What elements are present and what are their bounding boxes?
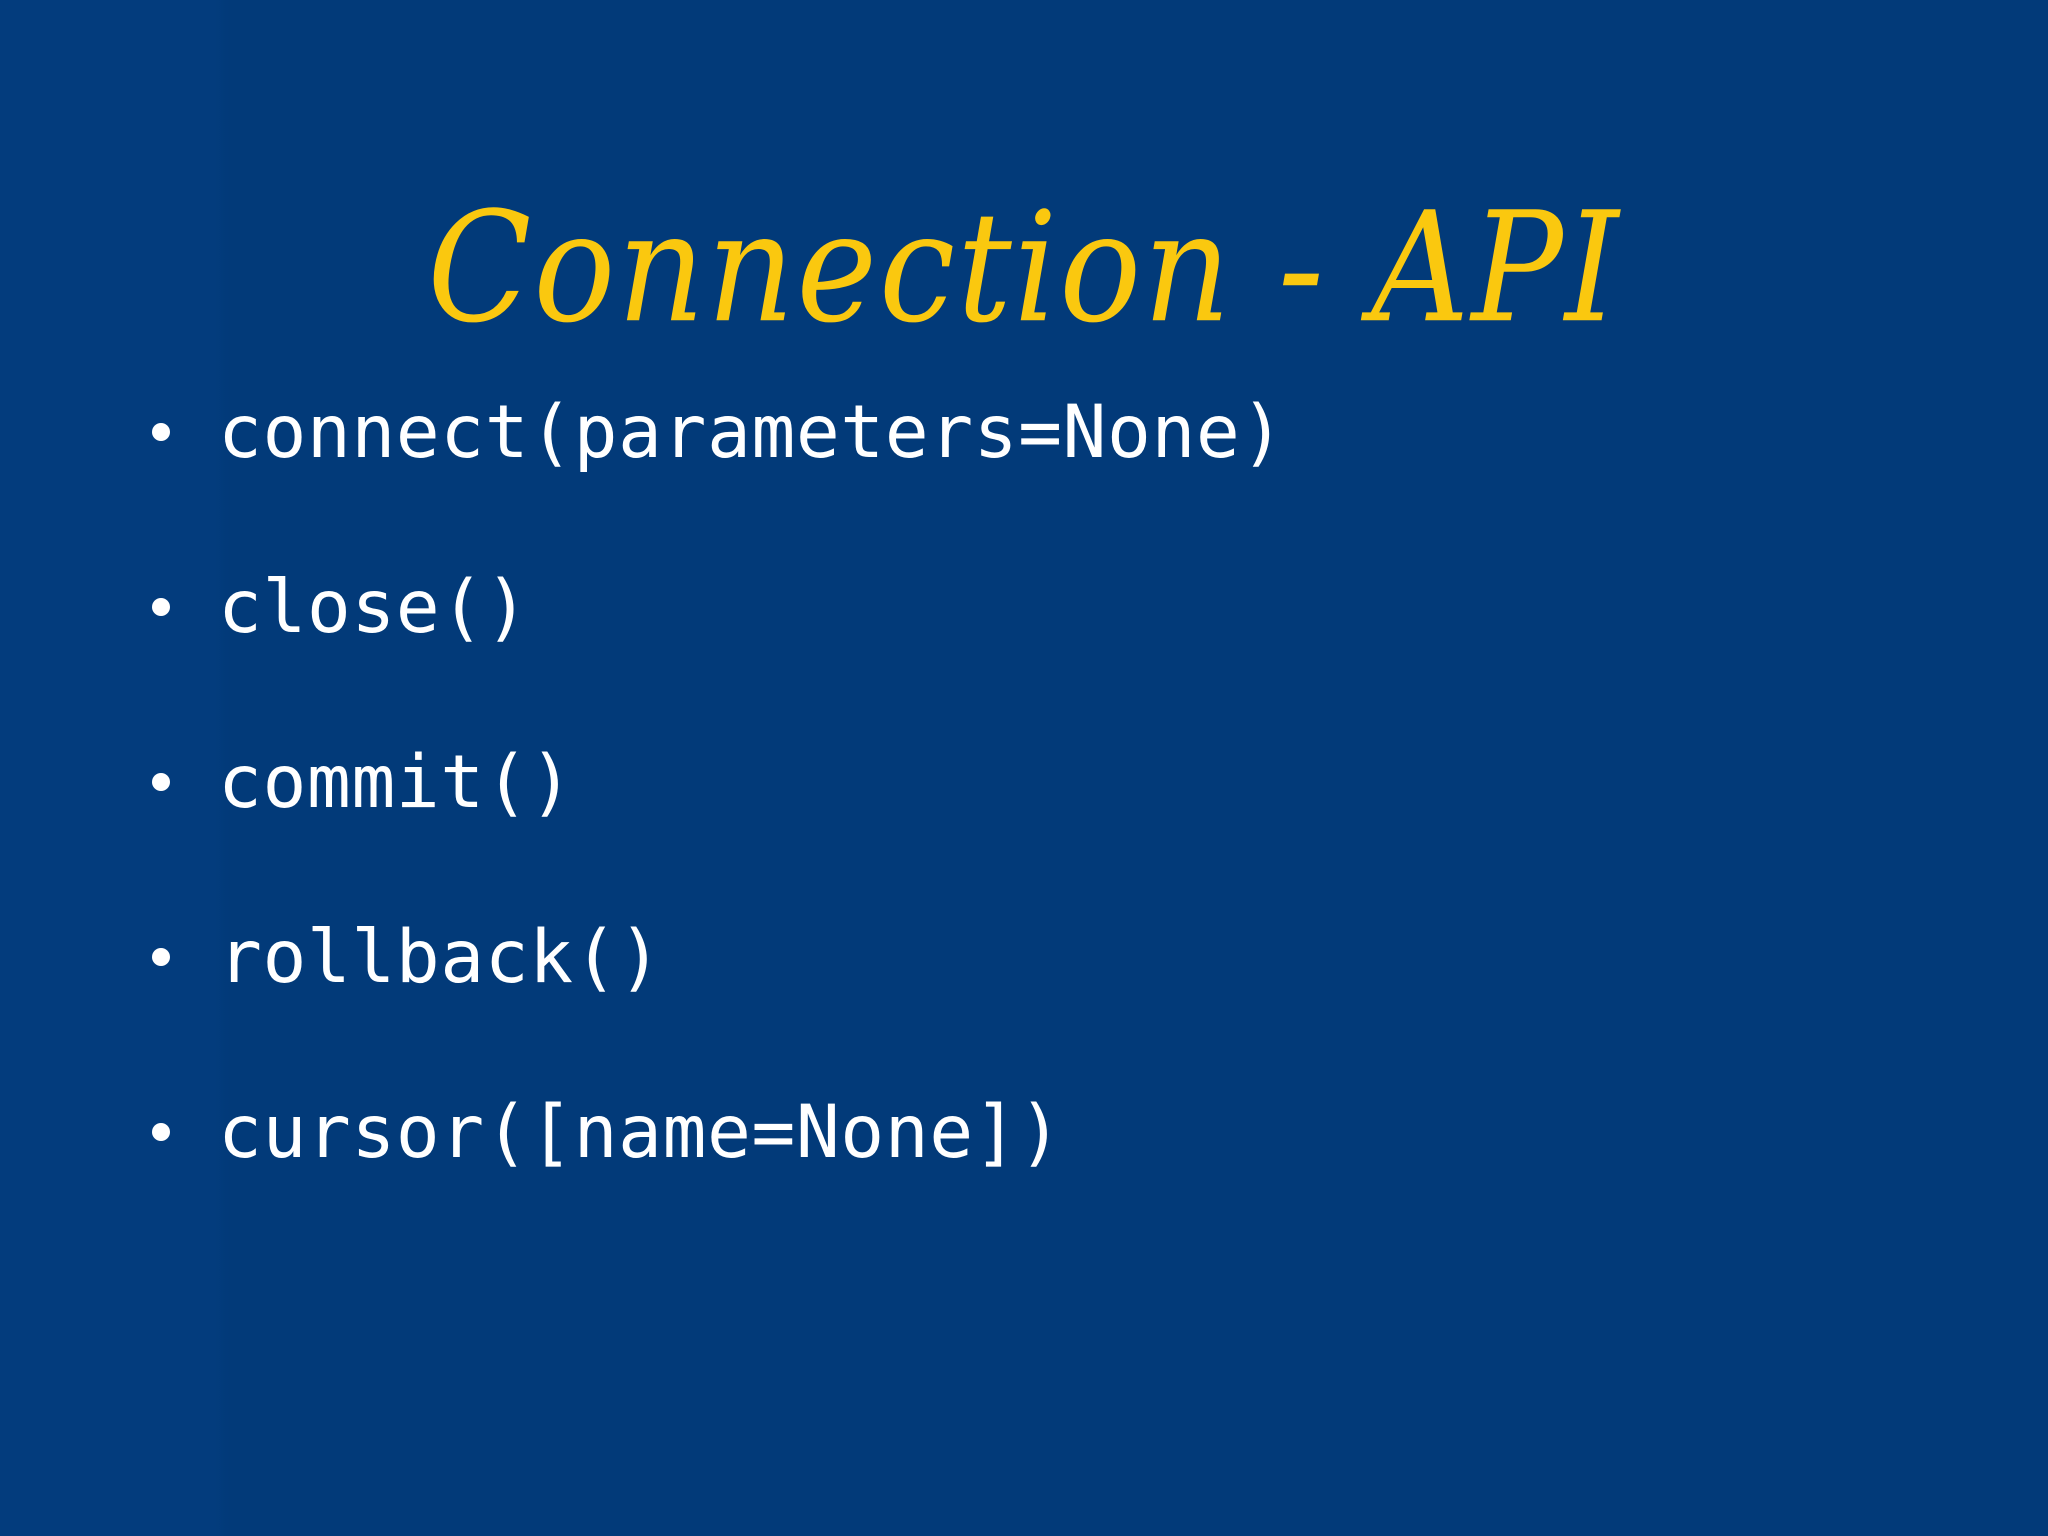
bullet-dot-icon bbox=[152, 948, 170, 966]
bullet-list: connect(parameters=None) close() commit(… bbox=[152, 396, 1952, 1271]
bullet-item-label: rollback() bbox=[218, 915, 663, 1000]
slide-title-block: Connection - API bbox=[0, 96, 2048, 425]
list-item: close() bbox=[152, 571, 1952, 746]
list-item: rollback() bbox=[152, 921, 1952, 1096]
page-title: Connection - API bbox=[427, 180, 1621, 358]
bullet-item-label: commit() bbox=[218, 740, 574, 825]
bullet-dot-icon bbox=[152, 1123, 170, 1141]
list-item: commit() bbox=[152, 746, 1952, 921]
bullet-item-label: cursor([name=None]) bbox=[218, 1090, 1063, 1175]
list-item: cursor([name=None]) bbox=[152, 1096, 1952, 1271]
list-item: connect(parameters=None) bbox=[152, 396, 1952, 571]
bullet-item-label: close() bbox=[218, 565, 530, 650]
bullet-item-label: connect(parameters=None) bbox=[218, 390, 1285, 475]
bullet-dot-icon bbox=[152, 423, 170, 441]
bullet-dot-icon bbox=[152, 598, 170, 616]
bullet-dot-icon bbox=[152, 773, 170, 791]
